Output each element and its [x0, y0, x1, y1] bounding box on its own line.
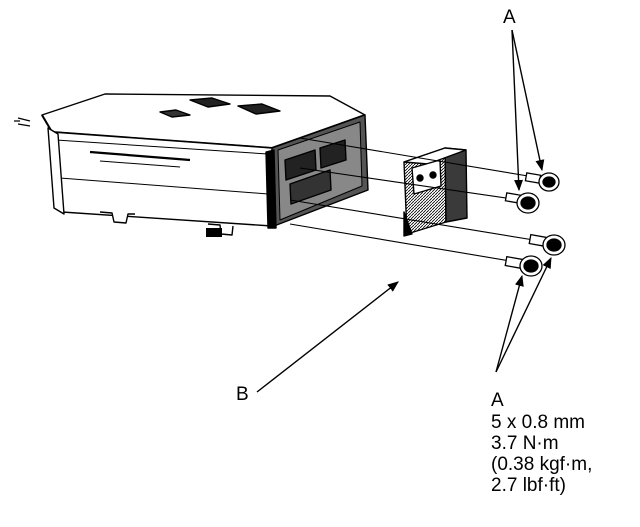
torque-lbf-text: 2.7 lbf·ft) — [491, 475, 566, 496]
torque-kgf-text: (0.38 kgf·m, — [491, 454, 593, 475]
mounting-bracket-icon — [403, 147, 468, 237]
leader-arrow-icon — [256, 29, 552, 393]
torque-nm-text: 3.7 N·m — [491, 433, 559, 454]
callout-a-top: A — [503, 7, 516, 28]
callout-a-bottom: A — [491, 390, 504, 411]
callout-b: B — [236, 384, 249, 405]
audio-unit-icon — [14, 93, 369, 237]
alignment-lines — [289, 137, 547, 265]
flange-bolt-icon — [504, 172, 566, 277]
torque-spec: 5 x 0.8 mm 3.7 N·m (0.38 kgf·m, 2.7 lbf·… — [491, 412, 592, 496]
bolt-size-text: 5 x 0.8 mm — [491, 412, 585, 433]
